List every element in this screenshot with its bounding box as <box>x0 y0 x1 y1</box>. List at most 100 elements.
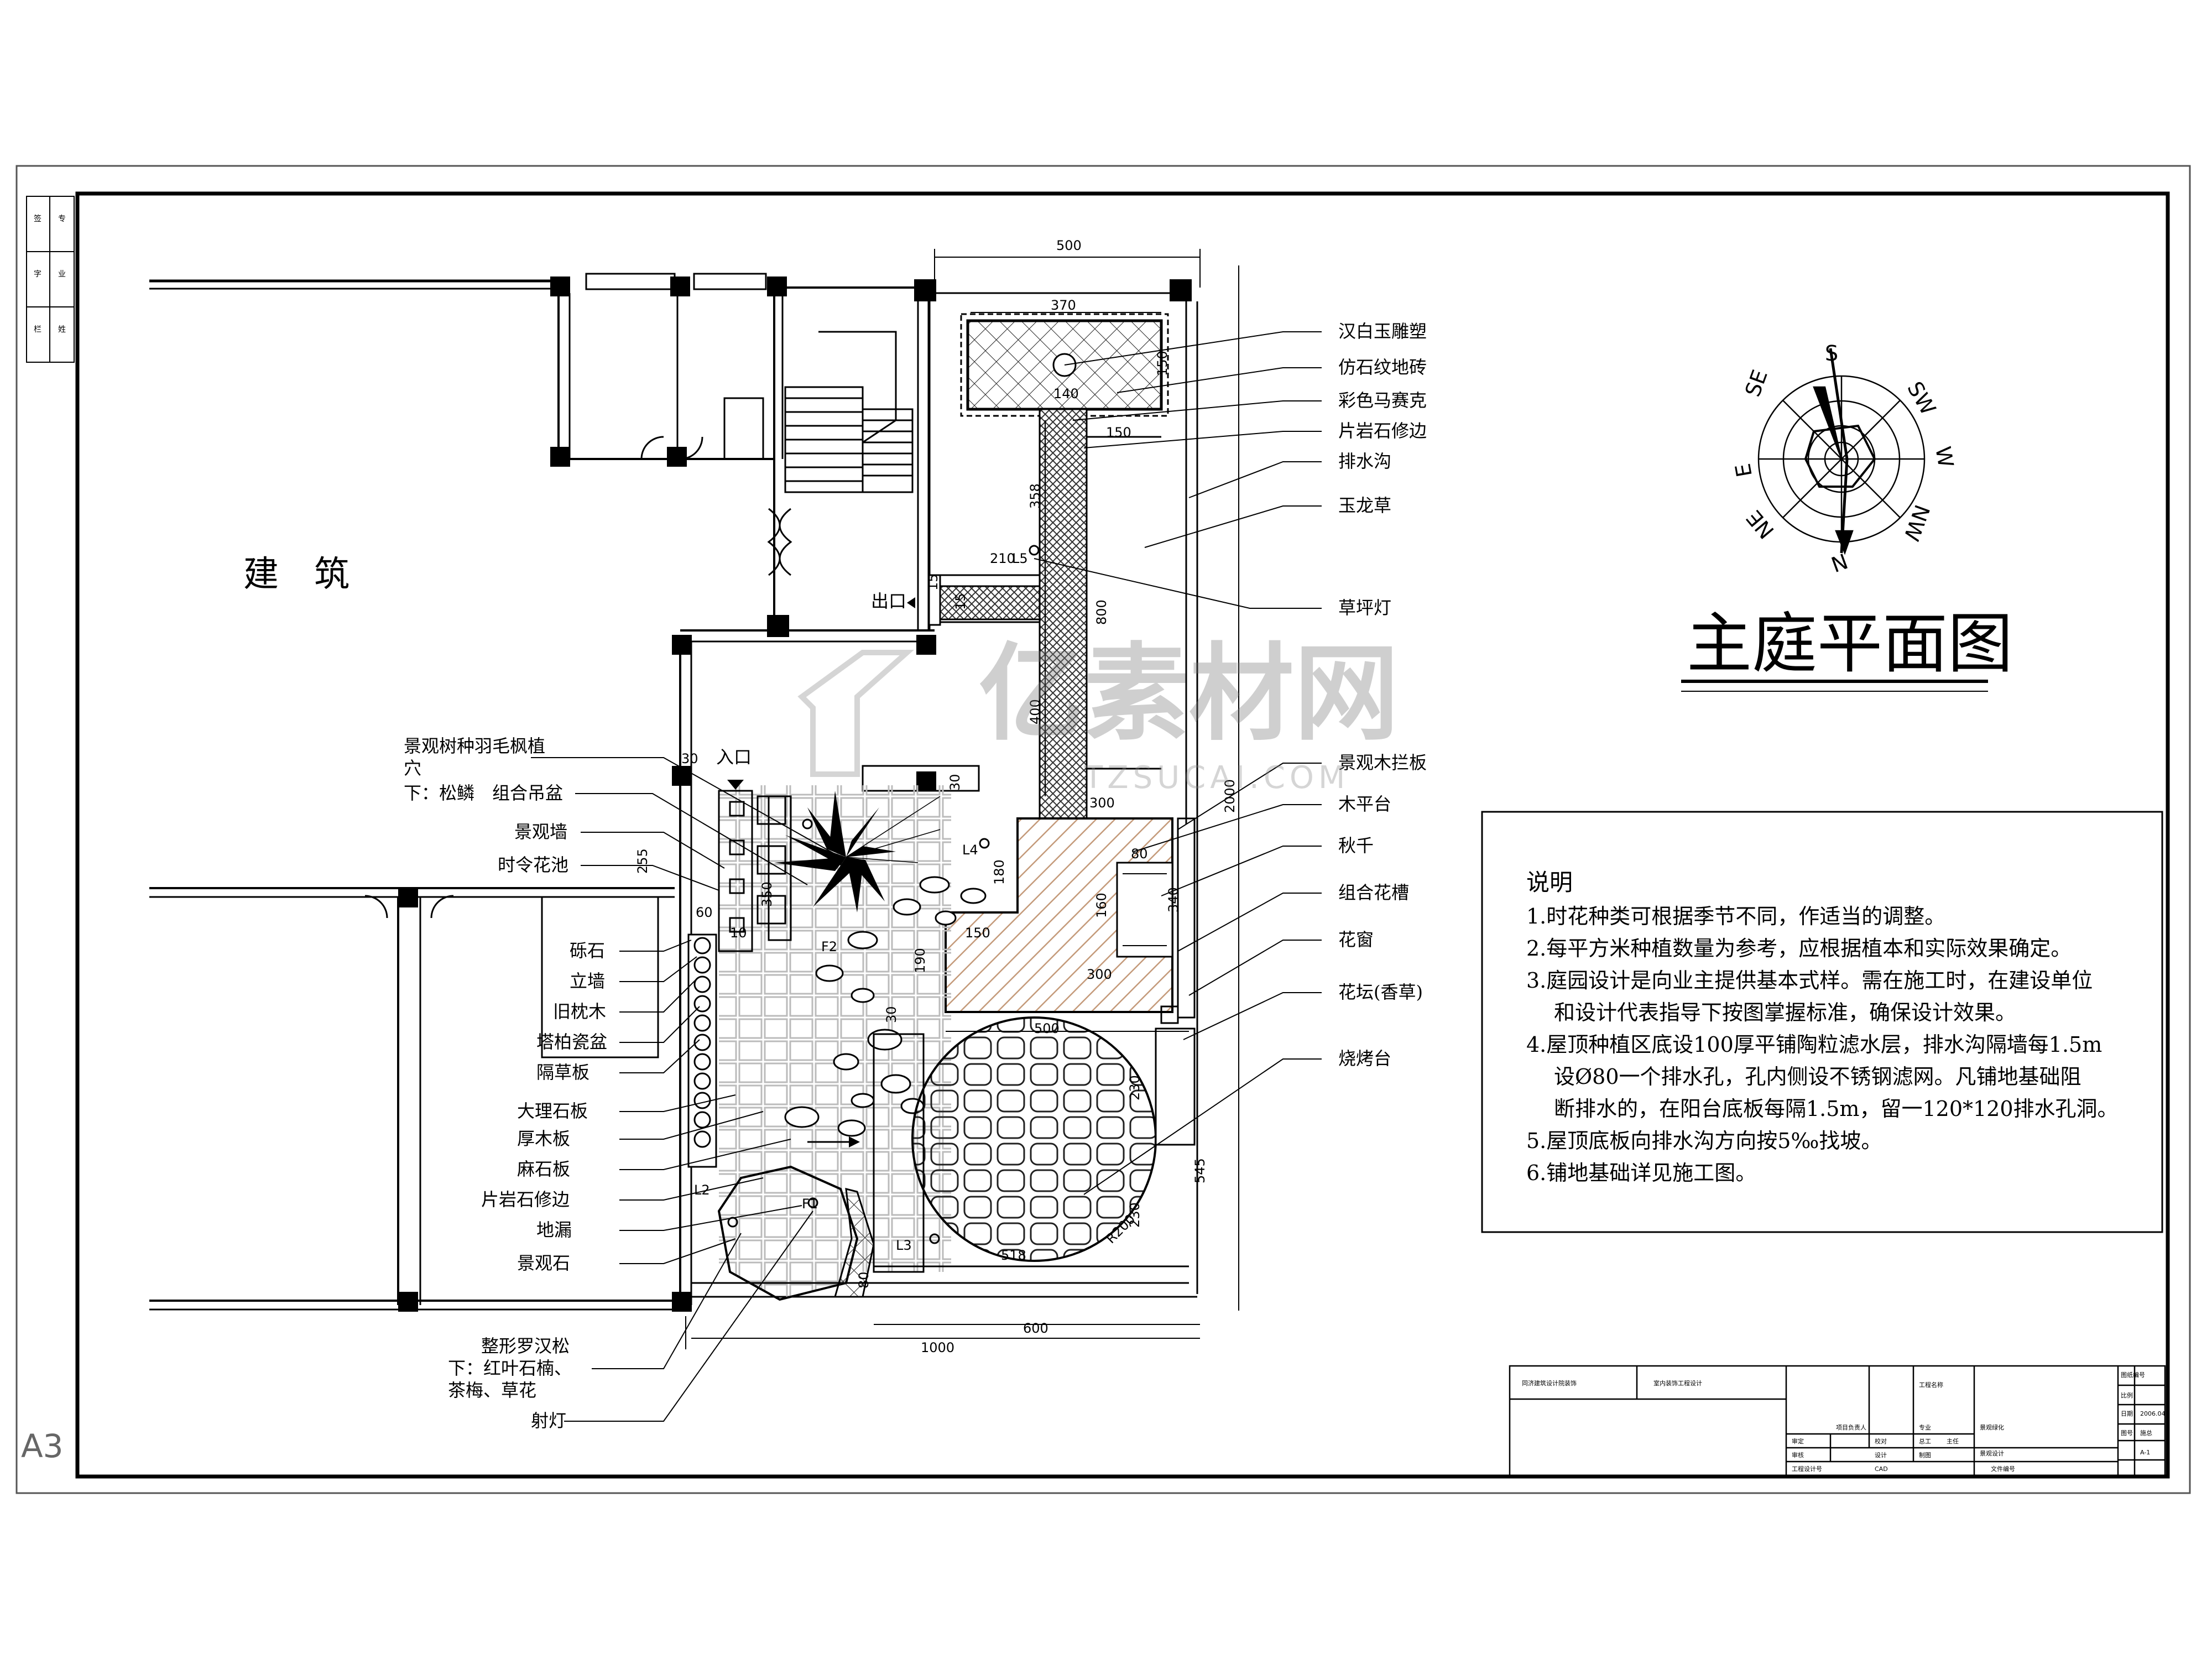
tb-department: 室内装饰工程设计 <box>1653 1379 1702 1387</box>
drain-mark-F2: F2 <box>821 939 837 954</box>
note-4: 4.屋顶种植区底设100厚平铺陶粒滤水层，排水沟隔墙每1.5m <box>1526 1032 2102 1057</box>
dim-800: 800 <box>1094 599 1109 625</box>
tb-date-value: 2006.04 <box>2140 1410 2166 1417</box>
notes-box <box>1481 811 2163 1233</box>
compass-s: S <box>1825 341 1838 366</box>
note-3: 3.庭园设计是向业主提供基本式样。需在施工时，在建设单位 <box>1526 968 2093 993</box>
label-photinia: 下：红叶石楠、 <box>448 1358 572 1379</box>
label-bbq: 烧烤台 <box>1338 1048 1391 1069</box>
tb-project-lead: 项目负责人 <box>1836 1423 1866 1431</box>
strip-text-4: 专 <box>58 215 66 223</box>
tb-drafting: 制图 <box>1919 1452 1931 1459</box>
dim-400: 400 <box>1027 699 1043 724</box>
tb-cad: CAD <box>1875 1465 1888 1473</box>
signature-strip: 签 字 栏 专 业 姓 <box>26 196 75 363</box>
tb-file-no: 文件编号 <box>1991 1465 2015 1473</box>
dimension-lines <box>685 249 1239 1349</box>
dim-150a: 150 <box>1155 351 1170 376</box>
tb-design: 设计 <box>1875 1452 1887 1459</box>
watermark-url: TZSUCAI.COM <box>1083 760 1349 796</box>
dim-150c: 150 <box>965 925 990 941</box>
label-herb-bed: 花坛(香草) <box>1338 982 1423 1003</box>
tb-review: 审核 <box>1792 1451 1804 1459</box>
label-feature-wall: 景观墙 <box>514 821 567 842</box>
compass-rose <box>1757 348 1926 555</box>
doors <box>364 397 792 919</box>
mosaic-path-branch <box>939 585 1041 620</box>
label-cypress-pot: 塔柏瓷盆 <box>536 1031 607 1052</box>
dim-545: 545 <box>1192 1158 1208 1183</box>
tb-director: 主任 <box>1947 1438 1959 1445</box>
tb-sheet-value: A-1 <box>2140 1449 2150 1456</box>
note-4-cont: 设Ø80一个排水孔，孔内侧设不锈钢滤网。凡铺地基础阻 <box>1554 1065 2081 1089</box>
label-swing: 秋千 <box>1338 835 1374 856</box>
label-spotlight: 射灯 <box>531 1410 566 1431</box>
label-landscape-stone: 景观石 <box>517 1253 570 1274</box>
dim-30b: 30 <box>884 1006 899 1023</box>
tb-specialty-value: 景观绿化 <box>1980 1423 2004 1431</box>
leader-lines-left <box>531 757 841 1422</box>
entrance-label: 入口 <box>716 747 752 768</box>
flower-bed <box>1155 1027 1196 1146</box>
title-block <box>1509 1365 2166 1477</box>
label-stone-pattern-tile: 仿石纹地砖 <box>1338 357 1427 378</box>
drawing-title: 主庭平面图 <box>1687 606 2013 682</box>
label-drain-ditch: 排水沟 <box>1338 451 1391 472</box>
watermark-brand: 亿素材网 <box>979 633 1399 755</box>
tb-approve: 审定 <box>1792 1437 1804 1445</box>
label-flower-window: 花窗 <box>1338 929 1374 950</box>
label-maple-planting-2: 穴 <box>404 758 421 779</box>
octagon-planter <box>717 1165 859 1301</box>
label-dwarf-grass: 玉龙草 <box>1338 495 1391 516</box>
note-5: 5.屋顶底板向排水沟方向按5‰找坡。 <box>1526 1129 1882 1153</box>
compass-se: SE <box>1740 367 1772 400</box>
light-mark-L4: L4 <box>962 842 978 858</box>
tb-project-no: 工程设计号 <box>1792 1465 1822 1473</box>
tb-chief: 总工 <box>1919 1437 1931 1445</box>
stair <box>784 331 914 493</box>
mosaic-path <box>1039 408 1088 820</box>
dim-60: 60 <box>696 905 713 920</box>
planter-pots <box>693 937 711 1148</box>
dim-15b: 15 <box>953 593 968 610</box>
tb-check: 校对 <box>1875 1437 1887 1445</box>
dim-80: 80 <box>1131 846 1148 862</box>
dim-230b: 230 <box>1127 1202 1142 1228</box>
light-mark-L3: L3 <box>896 1238 912 1253</box>
compass-n: N <box>1828 549 1851 577</box>
strip-text-3: 栏 <box>34 325 41 334</box>
label-camellia: 茶梅、草花 <box>448 1380 536 1401</box>
note-2: 2.每平方米种植数量为参考，应根据植本和实际效果确定。 <box>1526 936 2072 961</box>
dim-518: 518 <box>1001 1248 1026 1263</box>
dim-15: 15 <box>925 573 941 591</box>
compass-nw: NW <box>1899 502 1934 544</box>
label-slate-edging-left: 片岩石修边 <box>481 1189 570 1210</box>
dim-300b: 300 <box>1087 967 1112 982</box>
tb-content: 景观设计 <box>1980 1450 2004 1457</box>
label-podocarpus: 整形罗汉松 <box>481 1335 570 1357</box>
label-seasonal-flower-pool: 时令花池 <box>498 854 568 875</box>
label-slate-edging: 片岩石修边 <box>1338 420 1427 441</box>
tb-company: 同济建筑设计院装饰 <box>1522 1379 1577 1387</box>
strip-text-1: 签 <box>34 214 41 223</box>
stepping-stones <box>784 876 987 1137</box>
paper-size-label: A3 <box>21 1427 64 1465</box>
compass-w: W <box>1931 445 1958 469</box>
label-marble-slab: 大理石板 <box>517 1100 588 1121</box>
tb-project-name: 工程名称 <box>1919 1381 1943 1389</box>
strip-text-5: 业 <box>58 270 66 279</box>
tb-sheet-label: 图号 <box>2121 1430 2133 1437</box>
compass-e: E <box>1730 462 1757 479</box>
tb-scale: 比例 <box>2121 1391 2133 1399</box>
dim-160: 160 <box>1094 893 1109 918</box>
label-maple-planting: 景观树种羽毛枫植 <box>404 735 545 757</box>
dim-500-mid: 500 <box>1034 1021 1060 1036</box>
swing <box>1116 862 1173 958</box>
dim-255: 255 <box>635 848 650 874</box>
compass-sw: SW <box>1902 378 1940 419</box>
dim-10: 10 <box>730 925 747 941</box>
columns <box>398 276 1192 1312</box>
label-planter-box: 组合花槽 <box>1338 882 1409 903</box>
sheet-inner-frame <box>75 191 2170 1479</box>
